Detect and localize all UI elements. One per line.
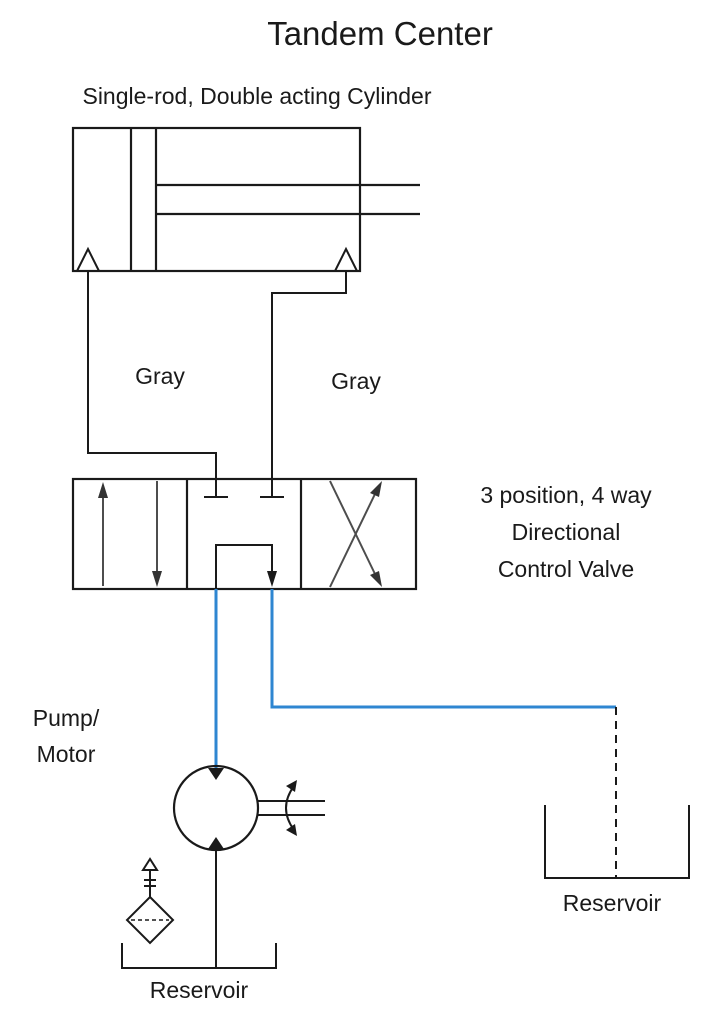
port-b-triangle-icon (333, 246, 359, 272)
double-acting-cylinder (71, 126, 420, 273)
reservoir-right-label: Reservoir (563, 890, 662, 916)
diagram-title: Tandem Center (267, 15, 493, 52)
valve-label-line1: 3 position, 4 way (480, 482, 652, 508)
line-b (271, 271, 347, 493)
valve-label-line2: Directional (512, 519, 621, 545)
pump-label-line1: Pump/ (33, 705, 100, 731)
return-line (270, 589, 616, 709)
reservoir-left-tank (121, 943, 277, 969)
cross-arrow-down-icon (329, 480, 376, 575)
pump-outlet-triangle-icon (208, 768, 224, 780)
cylinder-barrel (71, 126, 362, 273)
port-a-triangle-icon (75, 246, 101, 272)
directional-control-valve (71, 477, 418, 591)
line-b-label: Gray (331, 368, 381, 394)
pump-label-line2: Motor (37, 741, 96, 767)
cylinder-label: Single-rod, Double acting Cylinder (82, 83, 431, 109)
reservoir-left-label: Reservoir (150, 977, 249, 1003)
reservoir-right-tank (544, 805, 690, 879)
bidirectional-rotation-icon (285, 785, 295, 831)
valve-body (71, 477, 418, 591)
tandem-passage-icon (215, 544, 273, 589)
pump-motor (172, 764, 325, 968)
cross-arrow-up-icon (329, 493, 376, 588)
line-a-label: Gray (135, 363, 185, 389)
valve-label-line3: Control Valve (498, 556, 634, 582)
filter-diamond-icon (125, 857, 175, 945)
pump-inlet-triangle-icon (208, 837, 224, 849)
line-a (87, 271, 217, 493)
